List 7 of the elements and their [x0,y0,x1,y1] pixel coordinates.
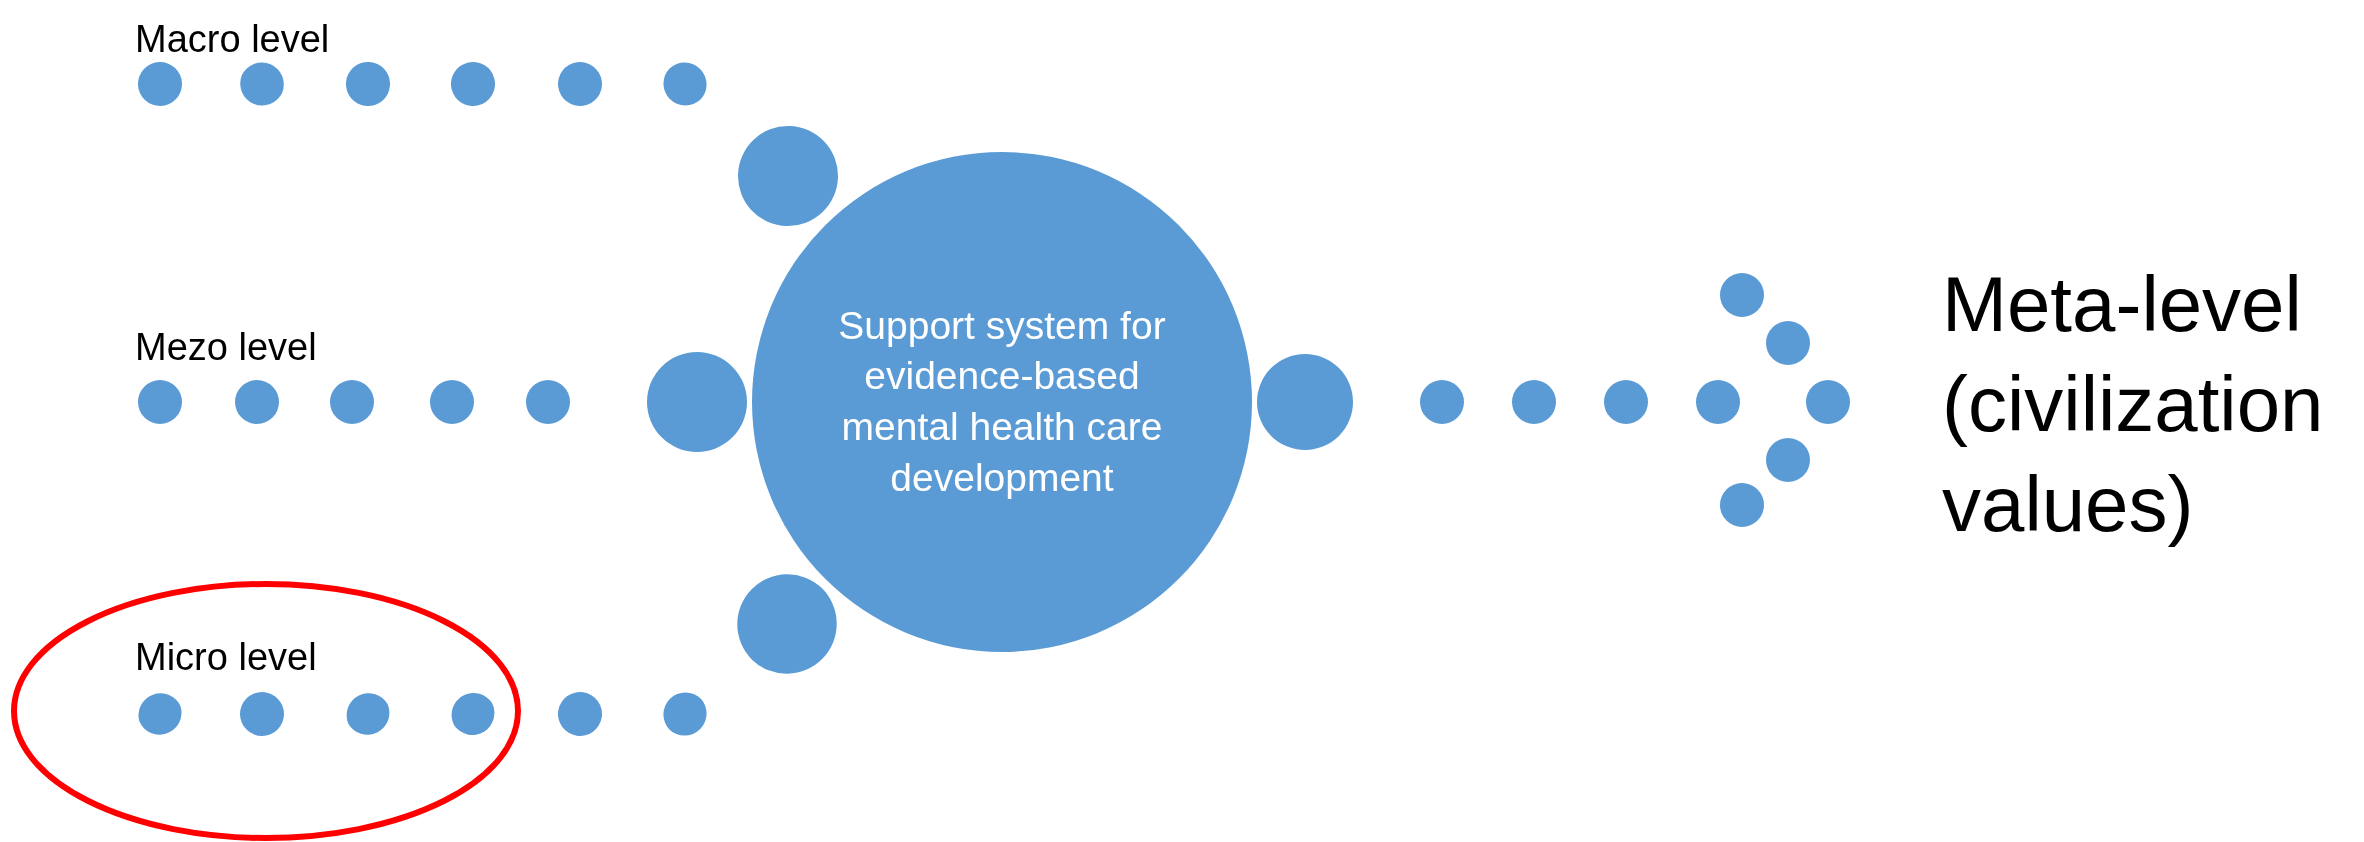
central-circle: Support system for evidence-based mental health care development [752,152,1252,652]
level-label: Mezo level [135,326,317,369]
meta-level-label: Meta-level (civilization values) [1855,255,2340,555]
level-label: Macro level [135,18,330,61]
level-label: Micro level [135,636,317,679]
dotted-arrow [1257,273,1850,527]
dotted-arrow [138,352,747,452]
